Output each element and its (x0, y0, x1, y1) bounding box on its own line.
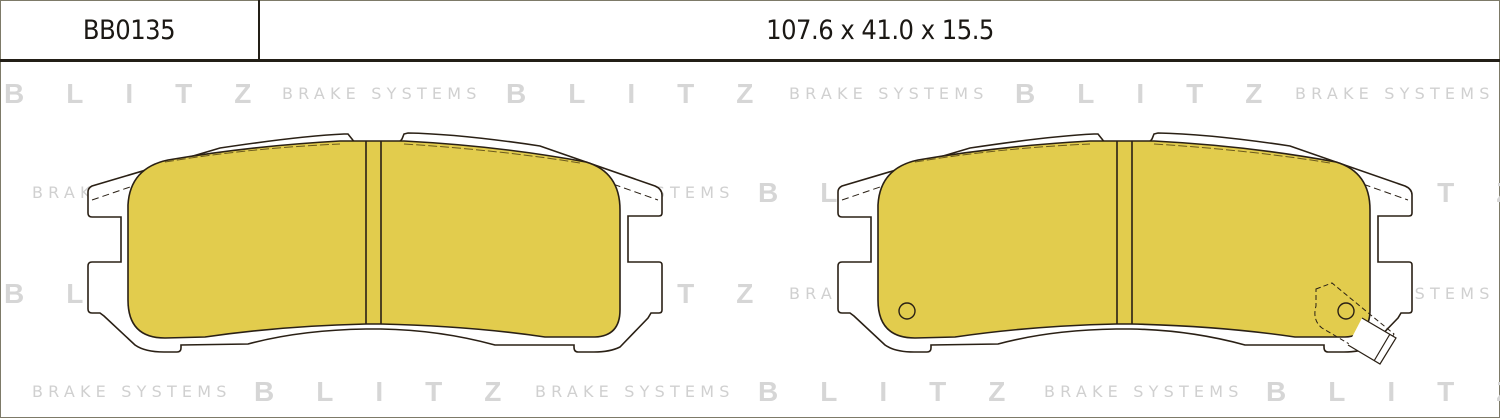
friction-material (877, 140, 1371, 339)
watermark-tagline: BRAKE SYSTEMS (535, 382, 735, 401)
watermark-tagline: BRAKE SYSTEMS (1295, 84, 1495, 103)
part-number: BB0135 (82, 14, 176, 46)
watermark-brand: BLITZ (4, 78, 294, 109)
indicator-hole-icon (898, 302, 916, 320)
watermark-tagline: BRAKE SYSTEMS (1044, 382, 1244, 401)
watermark-tagline: BRAKE SYSTEMS (789, 84, 989, 103)
watermark-brand: BLITZ (1266, 376, 1500, 407)
wear-sensor-icon (1314, 282, 1397, 365)
watermark-brand: BLITZ (254, 376, 544, 407)
watermark-tagline: BRAKE SYSTEMS (32, 382, 232, 401)
watermark-brand: BLITZ (506, 78, 796, 109)
watermark-brand: BLITZ (1015, 78, 1305, 109)
watermark-row-4: BRAKE SYSTEMS BLITZ BRAKE SYSTEMS BLITZ … (0, 376, 1500, 407)
header-bar: BB0135 107.6 x 41.0 x 15.5 (0, 0, 1500, 62)
inner-brake-pad (87, 132, 663, 353)
header-divider (258, 0, 260, 62)
pad-dimensions: 107.6 x 41.0 x 15.5 (766, 14, 994, 46)
friction-material (127, 140, 621, 339)
outer-brake-pad (837, 132, 1413, 365)
watermark-row-1: BLITZ BRAKE SYSTEMS BLITZ BRAKE SYSTEMS … (0, 78, 1500, 109)
watermark-brand: BLITZ (758, 376, 1048, 407)
watermark-tagline: BRAKE SYSTEMS (282, 84, 482, 103)
